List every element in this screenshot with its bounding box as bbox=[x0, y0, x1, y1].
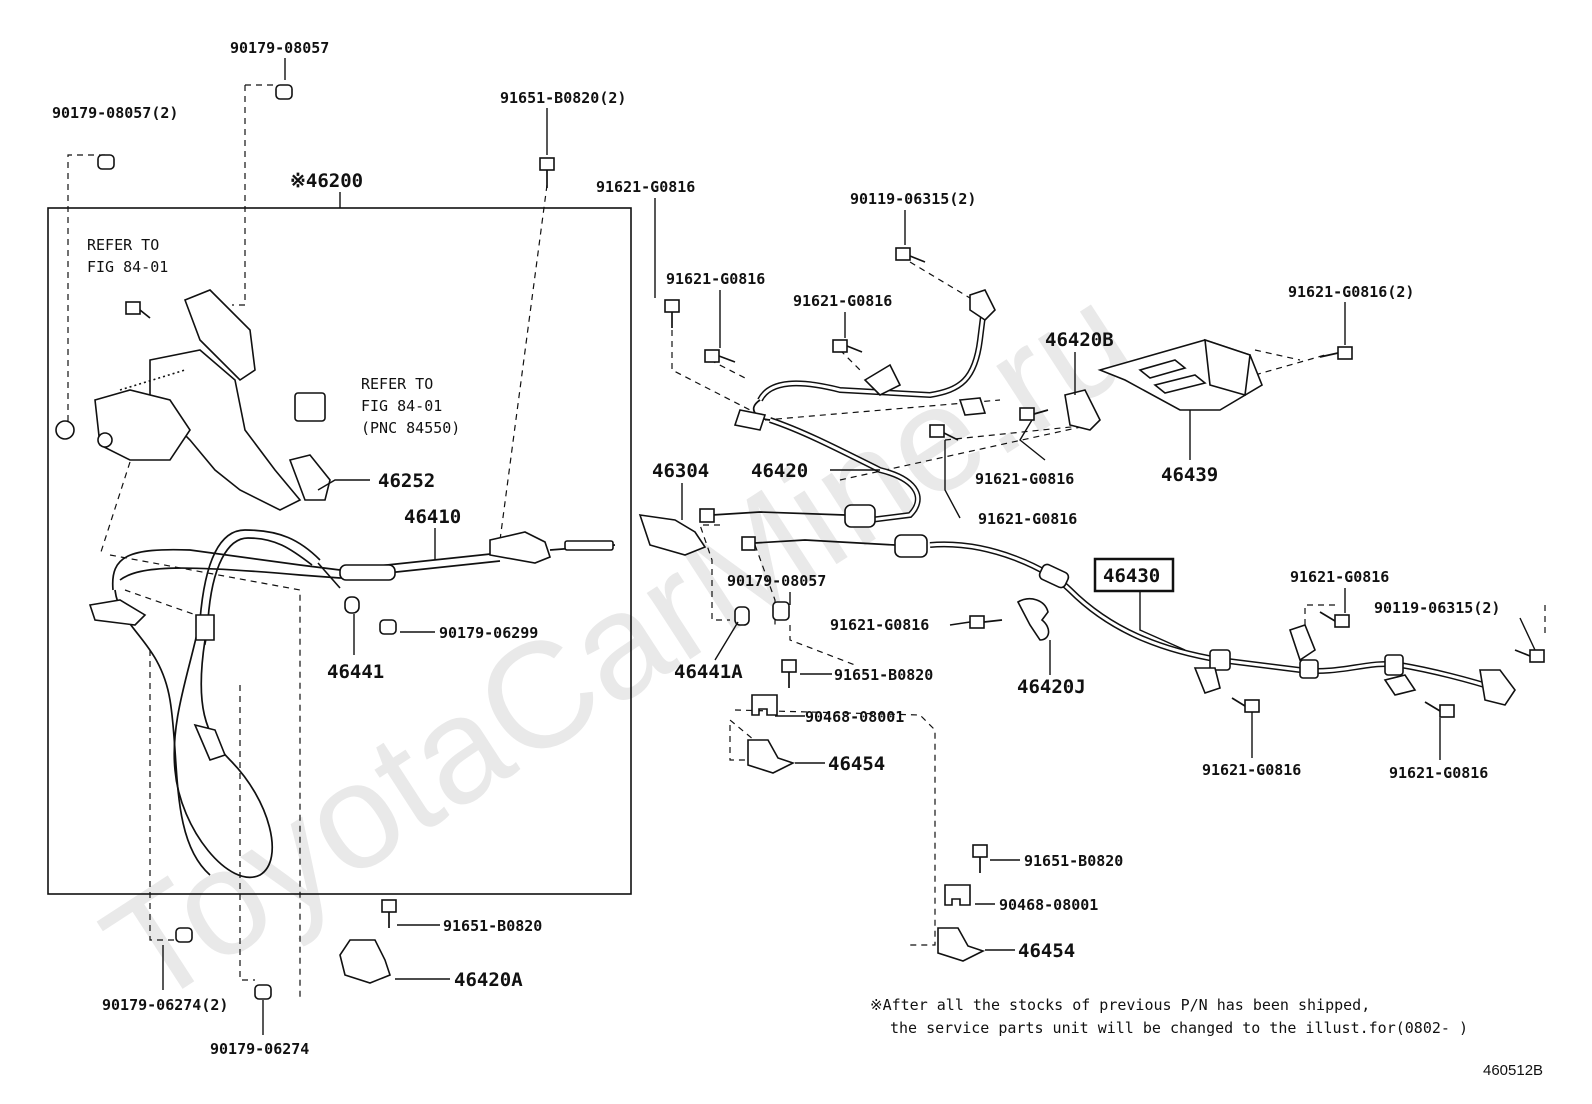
lever-assembly bbox=[55, 289, 331, 511]
part-label: 46439 bbox=[1161, 464, 1218, 486]
part-label: 90119-06315(2) bbox=[1374, 599, 1500, 617]
part-label: 91651-B0820 bbox=[1024, 852, 1123, 870]
part-label: 91621-G0816(2) bbox=[1288, 283, 1414, 301]
part-label: 46420J bbox=[1017, 676, 1086, 698]
part-label: 46441 bbox=[327, 661, 384, 683]
part-label: 91621-G0816 bbox=[1389, 764, 1488, 782]
part-label: 46252 bbox=[378, 470, 435, 492]
part-label: 91621-G0816 bbox=[975, 470, 1074, 488]
part-label: 91621-G0816 bbox=[793, 292, 892, 310]
part-label: 46441A bbox=[674, 661, 743, 683]
part-label: 90179-08057 bbox=[727, 572, 826, 590]
part-label: 91621-G0816 bbox=[1202, 761, 1301, 779]
part-label: 91621-G0816 bbox=[830, 616, 929, 634]
part-label: 46454 bbox=[1018, 940, 1075, 962]
part-label: 90179-06299 bbox=[439, 624, 538, 642]
part-label: 46420 bbox=[751, 460, 808, 482]
part-label: 91621-G0816 bbox=[666, 270, 765, 288]
part-label: 90468-08001 bbox=[805, 708, 904, 726]
part-label: 91651-B0820(2) bbox=[500, 89, 626, 107]
refer-note-line: FIG 84-01 bbox=[87, 258, 168, 276]
footnote-line-1: ※After all the stocks of previous P/N ha… bbox=[870, 996, 1370, 1014]
part-label: 46420A bbox=[454, 969, 523, 991]
part-label: 91621-G0816 bbox=[1290, 568, 1389, 586]
bracket-46439 bbox=[1097, 338, 1263, 411]
highlighted-part-box bbox=[1093, 557, 1175, 593]
cable-46430 bbox=[741, 534, 1501, 693]
small-parts bbox=[88, 84, 1545, 1000]
guide-lines bbox=[67, 84, 1546, 1000]
leader-lines bbox=[162, 58, 1536, 1035]
part-label: 46454 bbox=[828, 753, 885, 775]
refer-note-line: REFER TO bbox=[87, 236, 159, 254]
part-label: 90468-08001 bbox=[999, 896, 1098, 914]
part-label: 90179-06274 bbox=[210, 1040, 309, 1058]
part-label: 91621-G0816 bbox=[596, 178, 695, 196]
highlighted-part-number: 46430 bbox=[1103, 565, 1160, 587]
part-label: 46410 bbox=[404, 506, 461, 528]
refer-note-line: FIG 84-01 bbox=[361, 397, 442, 415]
footnote-line-2: the service parts unit will be changed t… bbox=[890, 1019, 1468, 1037]
refer-note-line: (PNC 84550) bbox=[361, 419, 460, 437]
part-label: 46304 bbox=[652, 460, 709, 482]
part-label: 90179-08057 bbox=[230, 39, 329, 57]
part-label: 91651-B0820 bbox=[834, 666, 933, 684]
part-label: 91621-G0816 bbox=[978, 510, 1077, 528]
part-label: 90179-06274(2) bbox=[102, 996, 228, 1014]
part-label: 46420B bbox=[1045, 329, 1114, 351]
assembly-label: ※46200 bbox=[290, 170, 363, 192]
refer-note-line: REFER TO bbox=[361, 375, 433, 393]
figure-code: 460512B bbox=[1483, 1062, 1543, 1079]
part-label: 90119-06315(2) bbox=[850, 190, 976, 208]
part-label: 91651-B0820 bbox=[443, 917, 542, 935]
part-label: 90179-08057(2) bbox=[52, 104, 178, 122]
